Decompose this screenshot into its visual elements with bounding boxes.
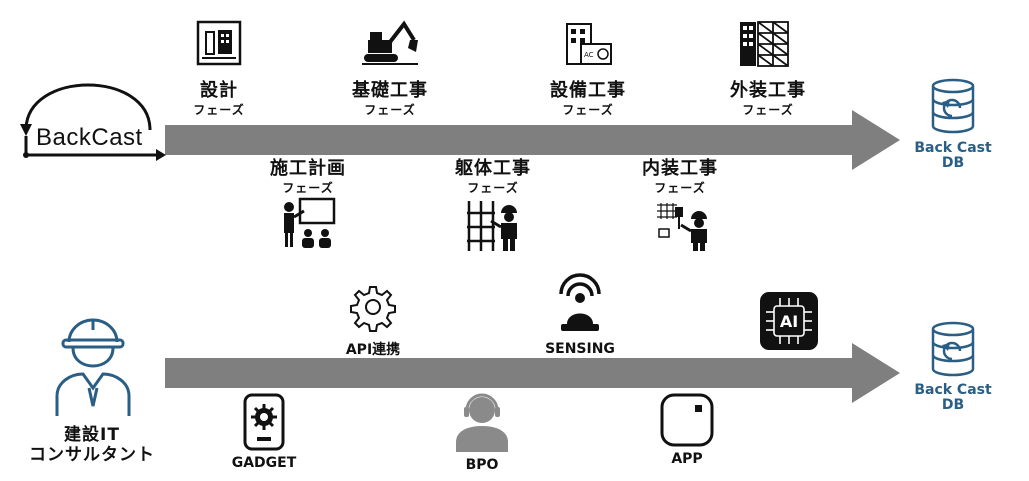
db-label-bottom-line2: DB [941, 397, 965, 413]
database-icon-bottom [930, 321, 976, 379]
scaffold-building-icon [738, 16, 790, 68]
phase-foundation-title: 基礎工事 [352, 80, 428, 101]
phase-structure-sub: フェーズ [467, 181, 519, 195]
presentation-icon [280, 197, 336, 249]
tech-gadget-label: GADGET [231, 455, 297, 471]
phase-equipment-sub: フェーズ [562, 103, 614, 117]
phase-interior-title: 内装工事 [642, 158, 718, 179]
consultant-label-line2: コンサルタント [29, 445, 155, 465]
phase-exterior-title: 外装工事 [730, 80, 806, 101]
backcast-logo: BackCast [36, 124, 143, 151]
excavator-icon [360, 18, 420, 66]
phase-foundation-sub: フェーズ [364, 103, 416, 117]
phase-equipment-title: 設備工事 [550, 80, 626, 101]
frame-worker-icon [465, 199, 521, 253]
ac-unit-icon: AC [565, 20, 613, 68]
interior-worker-icon [655, 199, 711, 253]
gear-icon [350, 284, 396, 332]
phase-interior-sub: フェーズ [654, 181, 706, 195]
tablet-gear-icon [243, 393, 285, 451]
db-label-top-line2: DB [941, 155, 965, 171]
db-label-top-line1: Back Cast [914, 140, 992, 156]
headset-operator-icon [452, 392, 512, 454]
ai-chip-icon: AI [760, 292, 818, 350]
tech-bpo-label: BPO [465, 457, 499, 473]
phase-exterior-sub: フェーズ [742, 103, 794, 117]
phase-design-title: 設計 [200, 80, 238, 101]
svg-text:AC: AC [584, 51, 594, 59]
db-label-bottom-line1: Back Cast [914, 382, 992, 398]
phase-structure-title: 躯体工事 [455, 158, 531, 179]
database-icon-top [930, 78, 976, 136]
svg-text:AI: AI [780, 312, 798, 331]
phase-planning-title: 施工計画 [270, 158, 346, 179]
tech-api-label: API連携 [345, 342, 401, 358]
consultant-label-line1: 建設IT [64, 425, 120, 445]
tech-app-label: APP [671, 451, 703, 467]
tech-sensing-label: SENSING [545, 341, 615, 357]
blueprint-icon [196, 20, 242, 66]
sensor-icon [555, 272, 605, 334]
phase-design-sub: フェーズ [193, 103, 245, 117]
consultant-person-icon [55, 312, 131, 418]
phase-planning-sub: フェーズ [282, 181, 334, 195]
app-icon [660, 393, 714, 447]
